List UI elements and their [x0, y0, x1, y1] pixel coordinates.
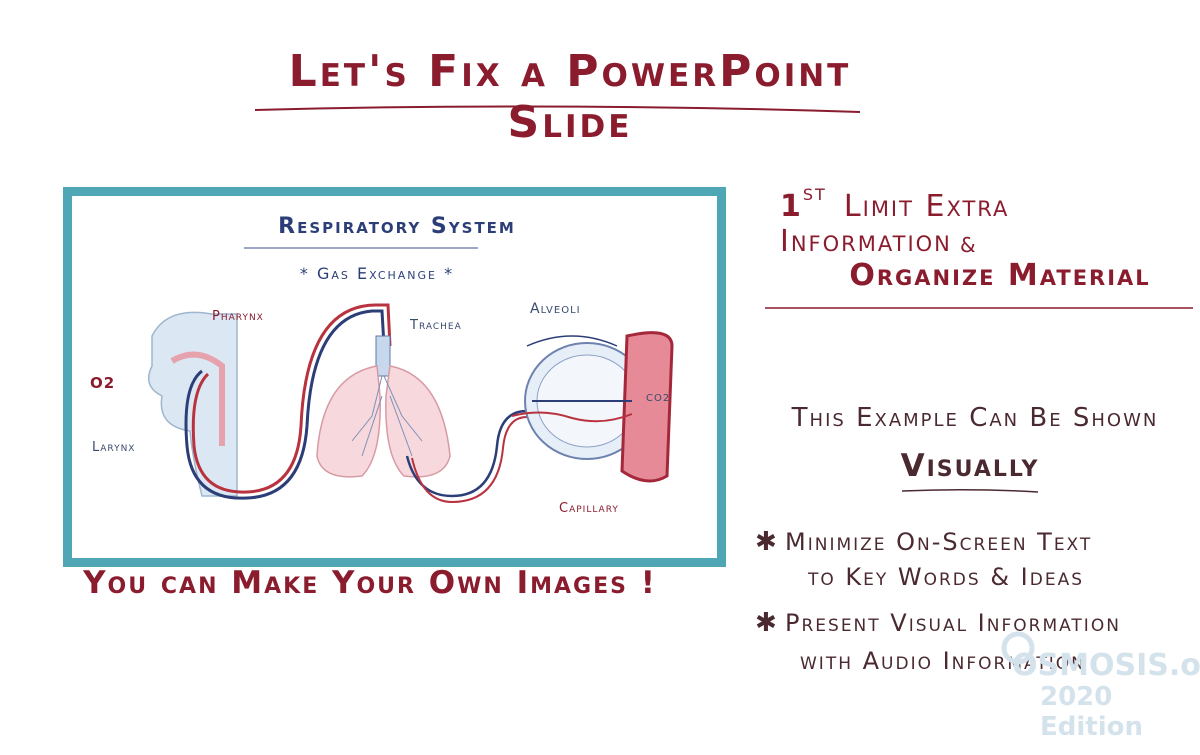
point-one: 1ST Limit Extra Information [780, 185, 1190, 259]
bullet-1-line1: ✱Minimize On-Screen Text [755, 527, 1092, 557]
left-lung [316, 365, 381, 478]
bullet-2-line2: with Audio Information [800, 647, 1086, 675]
label-o2: O2 [90, 374, 116, 392]
ampersand: & [960, 233, 976, 257]
visually-underline [901, 488, 1039, 493]
slide-title: Let's Fix a PowerPoint Slide [288, 46, 852, 148]
bullet-1-text: Minimize On-Screen Text [785, 528, 1093, 556]
capillary-wall [620, 331, 674, 483]
title-underline [254, 105, 861, 113]
diagram-frame: Respiratory System * Gas Exchange * Phar… [63, 187, 726, 567]
label-trachea: Trachea [410, 318, 462, 333]
diagram-subheading: * Gas Exchange * [299, 264, 455, 283]
bronchi [351, 375, 423, 457]
image-caption: You can Make Your Own Images ! [83, 565, 657, 601]
label-capillary: Capillary [559, 501, 619, 516]
section-divider [765, 307, 1193, 309]
point-line1: Limit Extra Information [780, 189, 1010, 259]
capillary-vessel-red [411, 416, 582, 504]
bullet-2-text: Present Visual Information [785, 609, 1121, 637]
respiratory-diagram [147, 303, 674, 504]
label-pharynx: Pharynx [212, 309, 264, 324]
diagram-heading: Respiratory System [278, 214, 516, 239]
asterisk-icon: ✱ [755, 608, 779, 638]
bullet-1-line2: to Key Words & Ideas [808, 563, 1084, 591]
organize-material: Organize Material [849, 258, 1151, 293]
label-co2: CO2 [646, 393, 671, 404]
label-larynx: Larynx [92, 440, 136, 455]
asterisk-icon: ✱ [755, 527, 779, 557]
o2-diffusion-arrow [511, 411, 633, 423]
visually-text: Visually [900, 448, 1040, 484]
alveoli-bracket [526, 335, 618, 347]
trachea-shape [375, 335, 391, 377]
point-superscript: ST [802, 185, 827, 204]
point-number: 1 [780, 189, 803, 224]
right-lung [385, 365, 451, 478]
heading-underline [244, 247, 478, 249]
airway [170, 351, 225, 446]
deoxygenated-vessel [184, 309, 386, 500]
label-alveoli: Alveoli [530, 301, 581, 317]
oxygenated-vessel [191, 303, 392, 494]
example-text: This Example Can Be Shown [791, 403, 1159, 433]
watermark-brand: OSMOSIS.org [1012, 648, 1200, 683]
watermark-edition: 2020 Edition [1040, 682, 1143, 742]
osmosis-logo-icon [1001, 631, 1035, 665]
bullet-2-line1: ✱Present Visual Information [755, 608, 1121, 638]
